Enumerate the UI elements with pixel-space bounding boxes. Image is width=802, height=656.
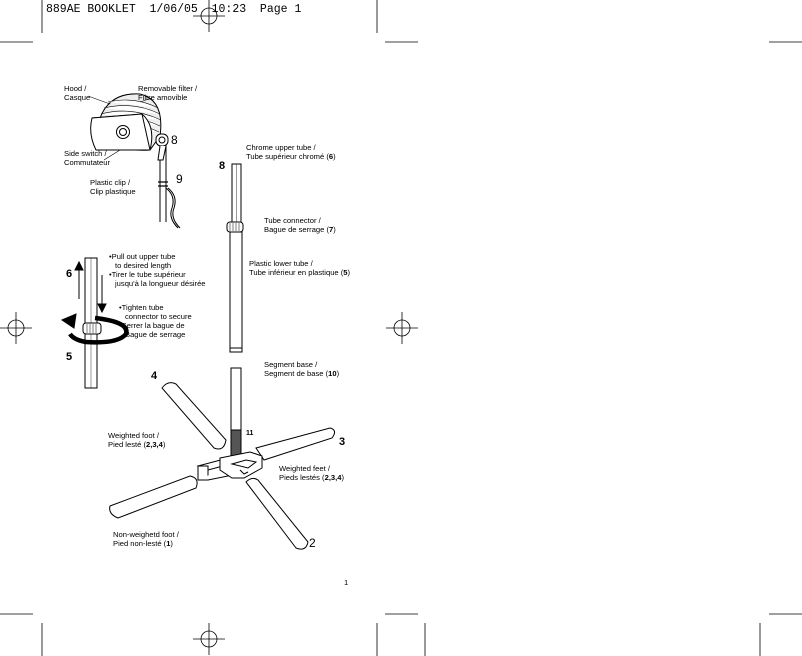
segment-base-hub bbox=[196, 451, 263, 481]
callout-9-clip: 9 bbox=[176, 172, 183, 186]
hood-drawing bbox=[90, 93, 181, 229]
callout-3: 3 bbox=[339, 436, 346, 448]
page-number: 1 bbox=[344, 578, 349, 587]
instruction-pull-out: Pull out upper tube to desired length Ti… bbox=[109, 252, 206, 288]
label-segment-base: Segment base / Segment de base (10) bbox=[264, 360, 340, 378]
callout-8-hood: 8 bbox=[171, 133, 178, 147]
foot-1 bbox=[109, 475, 198, 519]
label-tube-connector: Tube connector / Bague de serrage (7) bbox=[264, 216, 336, 234]
registration-marks bbox=[0, 0, 418, 655]
foot-2 bbox=[245, 477, 309, 550]
label-hood: Hood / Casque bbox=[64, 84, 91, 102]
page-header: 889AE BOOKLET 1/06/05 10:23 Page 1 bbox=[46, 3, 302, 16]
callout-4: 4 bbox=[151, 370, 158, 382]
label-chrome-upper-tube: Chrome upper tube / Tube supérieur chrom… bbox=[246, 143, 336, 161]
callout-5: 5 bbox=[66, 351, 73, 363]
instruction-tighten: Tighten tube connector to secure Serrer … bbox=[119, 303, 192, 339]
tube-assembly bbox=[226, 163, 244, 353]
label-plastic-lower-tube: Plastic lower tube / Tube inférieur en p… bbox=[249, 259, 351, 277]
callout-2: 2 bbox=[309, 536, 316, 550]
callout-11: 11 bbox=[246, 430, 254, 437]
callout-6: 6 bbox=[66, 268, 73, 280]
foot-3 bbox=[255, 427, 336, 461]
base-stand bbox=[109, 367, 336, 550]
label-plastic-clip: Plastic clip / Clip plastique bbox=[90, 178, 136, 196]
label-removable-filter: Removable filter / Filtre amovible bbox=[138, 84, 198, 102]
callout-8-tube: 8 bbox=[219, 160, 226, 172]
label-weighted-feet: Weighted feet / Pieds lestés (2,3,4) bbox=[279, 464, 345, 482]
label-side-switch: Side switch / Commutateur bbox=[64, 149, 111, 167]
foot-4 bbox=[161, 382, 227, 450]
label-non-weighted-foot: Non-weighetd foot / Pied non-lesté (1) bbox=[113, 530, 179, 548]
label-weighted-foot: Weighted foot / Pied lesté (2,3,4) bbox=[108, 431, 166, 449]
hood-leader-lines bbox=[87, 95, 153, 161]
